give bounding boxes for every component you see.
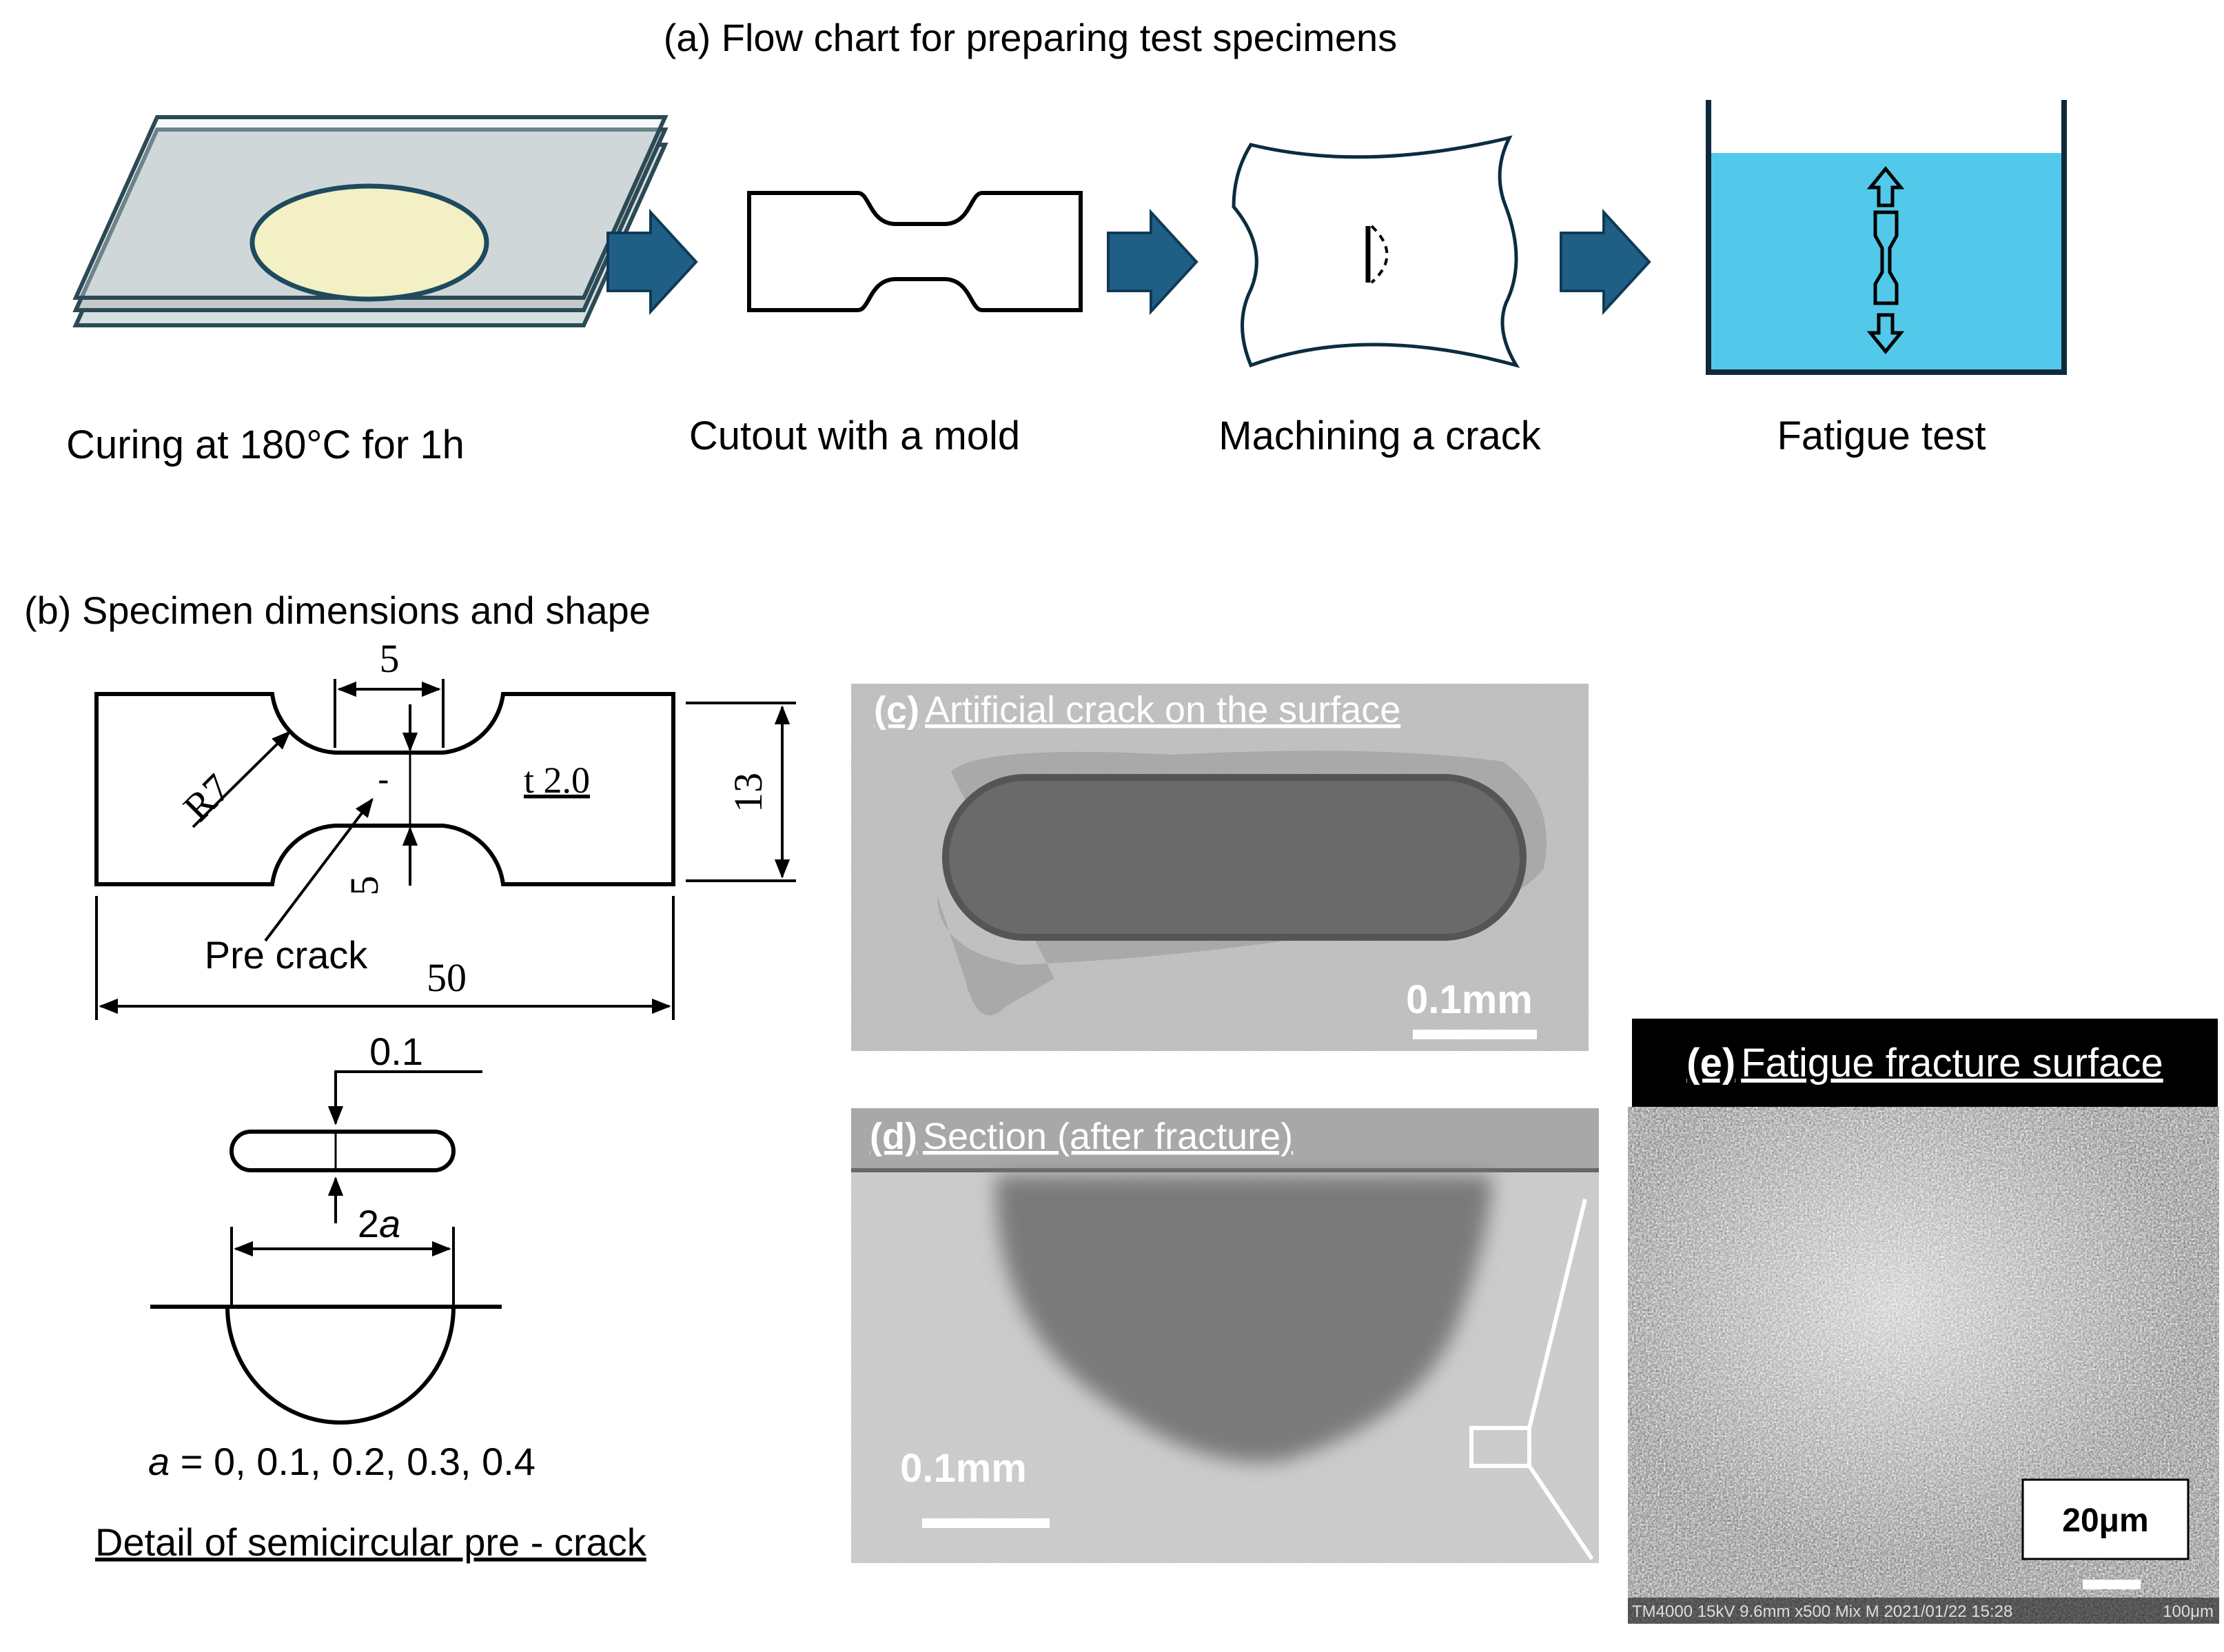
load-arrow-up-icon [1866, 166, 1905, 207]
panel-c-title-text: Artificial crack on the surface [925, 689, 1400, 731]
slit-shape [229, 1130, 456, 1172]
detail-caption: Detail of semicircular pre - crack [95, 1520, 647, 1564]
panel-e-tag: (e) [1686, 1041, 1735, 1085]
step-label-curing: Curing at 180°C for 1h [66, 422, 465, 467]
artificial-crack [942, 774, 1527, 941]
scale-bar-c [1413, 1030, 1537, 1039]
panel-e-title-text: Fatigue fracture surface [1741, 1041, 2163, 1085]
dim-length-label: 50 [427, 955, 467, 1000]
curing-film-stack-illustration [72, 115, 669, 327]
fracture-semicircle [995, 1175, 1492, 1462]
crack-length-number: 2 [358, 1202, 379, 1245]
dim-width-label: 5 [342, 876, 387, 896]
dim-thickness-label: t 2.0 [524, 759, 590, 801]
precrack-leader [264, 797, 374, 942]
load-arrow-down-icon [1866, 313, 1905, 354]
panel-b: (b) Specimen dimensions and shape 5 5 - … [24, 589, 796, 1564]
sem-scale: 100μm [2163, 1602, 2214, 1621]
machined-specimen-illustration [1232, 135, 1520, 369]
semicircular-crack [225, 1306, 456, 1425]
scale-label-c: 0.1mm [1406, 977, 1533, 1022]
flow-arrow-1 [606, 208, 698, 316]
zoom-box [1469, 1426, 1531, 1468]
a-var: a [148, 1440, 170, 1483]
panel-e-title: (e)Fatigue fracture surface [1686, 1041, 2163, 1085]
scale-label-d: 0.1mm [900, 1446, 1027, 1491]
panel-d-tag: (d) [870, 1116, 917, 1157]
panel-c: (c)Artificial crack on the surface 0.1mm [851, 684, 1589, 1051]
panel-d-title: (d)Section (after fracture) [870, 1116, 1293, 1157]
scale-label-e: 20μm [2062, 1502, 2148, 1539]
panel-a: (a) Flow chart for preparing test specim… [66, 16, 2067, 467]
panel-e: (e)Fatigue fracture surface 20μm TM4000 … [1628, 1019, 2219, 1624]
dogbone-cutout-illustration [747, 191, 1083, 312]
panel-e-header [1632, 1019, 2218, 1107]
panel-d-title-text: Section (after fracture) [923, 1116, 1293, 1157]
panel-a-title: (a) Flow chart for preparing test specim… [664, 16, 1397, 59]
step-label-fatigue: Fatigue test [1777, 414, 1986, 458]
flow-arrow-3 [1560, 208, 1651, 316]
a-values-label: a = 0, 0.1, 0.2, 0.3, 0.4 [148, 1440, 535, 1483]
panel-d: (d)Section (after fracture) 0.1mm [851, 1108, 1599, 1563]
dim-gauge-length-label: 5 [380, 636, 400, 681]
precrack-label: Pre crack [205, 933, 368, 977]
fatigue-test-tank-illustration [1706, 100, 2067, 375]
dim-radius-label: R7 [174, 765, 239, 830]
step-label-cutout: Cutout with a mold [689, 414, 1020, 458]
panel-b-title: (b) Specimen dimensions and shape [24, 589, 651, 632]
scale-box-e [2021, 1478, 2190, 1560]
resin-disc [249, 183, 489, 302]
flow-arrow-2 [1107, 208, 1198, 316]
sem-footer: TM4000 15kV 9.6mm x500 Mix M 2021/01/22 … [1632, 1602, 2012, 1621]
crack-length-var: a [379, 1202, 400, 1245]
a-values: = 0, 0.1, 0.2, 0.3, 0.4 [170, 1440, 535, 1483]
specimen-outline [94, 692, 675, 886]
slit-width-label: 0.1 [369, 1030, 423, 1073]
crack-mark: - [378, 760, 389, 799]
step-label-machining: Machining a crack [1218, 414, 1541, 458]
scale-bar-d [922, 1518, 1050, 1528]
dim-height-label: 13 [726, 773, 771, 813]
dim-radius [192, 731, 291, 828]
dim-crack-length-label: 2a [358, 1202, 400, 1245]
panel-c-tag: (c) [874, 689, 919, 731]
scale-bar-e [2083, 1580, 2141, 1589]
panel-c-title: (c)Artificial crack on the surface [874, 689, 1400, 731]
